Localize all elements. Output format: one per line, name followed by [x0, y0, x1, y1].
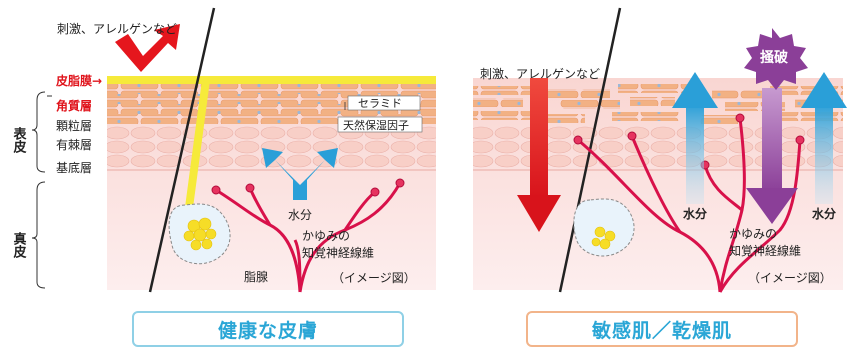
right-sebum-droplets — [591, 226, 616, 250]
right-panel — [473, 7, 847, 293]
left-irritant-blocked-arrow — [115, 24, 180, 72]
left-sebum-film — [107, 76, 436, 84]
right-dermis — [473, 78, 843, 290]
ceramide-label: セラミド — [358, 97, 402, 110]
sebum-film-label: 皮脂膜→ — [55, 73, 102, 88]
left-stratum-corneum-row3 — [107, 104, 436, 114]
right-water-escape-arrow-left — [672, 72, 718, 204]
right-water-label-right: 水分 — [812, 206, 836, 221]
right-nerve-fibers — [577, 117, 802, 293]
layer-label-spinous: 有棘層 — [56, 138, 92, 152]
right-irritant-label: 刺激、アレルゲンなど — [480, 67, 600, 81]
epidermis-bracket — [31, 91, 46, 173]
scratch-starburst — [744, 28, 808, 90]
nmf-label: 天然保湿因子 — [343, 118, 409, 132]
left-panel — [31, 7, 436, 293]
left-stratum-corneum-row4 — [107, 114, 436, 124]
right-nerve-label-1: かゆみの — [729, 227, 777, 241]
left-stratum-corneum-row2 — [107, 94, 436, 104]
right-nerve-label-2: 知覚神経線維 — [729, 243, 801, 258]
layer-label-corneum: 角質層 — [56, 98, 92, 113]
right-water-escape-arrow-right — [801, 72, 847, 204]
left-irritant-label: 刺激、アレルゲンなど — [57, 22, 177, 36]
left-water-retained-arrow — [262, 148, 338, 200]
right-image-note: （イメージ図） — [748, 271, 832, 285]
healthy-skin-caption-text: 健康な皮膚 — [217, 319, 318, 342]
left-sebum-droplets — [183, 217, 217, 251]
left-nerve-label-1: かゆみの — [302, 229, 350, 243]
layer-label-granular: 顆粒層 — [56, 118, 92, 133]
right-epidermis-cells — [473, 126, 843, 168]
left-nerve-endings — [211, 178, 405, 197]
left-image-note: （イメージ図） — [332, 271, 416, 285]
right-sebaceous-gland — [573, 198, 635, 257]
epidermis-label: 表皮 — [11, 126, 28, 154]
dermis-bracket — [31, 181, 46, 289]
dermis-label: 真皮 — [11, 231, 28, 259]
left-stratum-corneum-row1 — [107, 84, 436, 94]
right-irritant-arrow — [517, 78, 561, 232]
ceramide-label-box — [347, 95, 421, 111]
sebaceous-label: 脂腺 — [244, 269, 268, 284]
sensitive-dry-skin-caption: 敏感肌／乾燥肌 — [526, 311, 798, 347]
layer-label-basal: 基底層 — [56, 160, 92, 175]
sensitive-dry-skin-caption-text: 敏感肌／乾燥肌 — [591, 319, 732, 342]
healthy-skin-caption: 健康な皮膚 — [132, 311, 404, 347]
right-scratch-arrow — [746, 88, 798, 224]
left-nerve-label-2: 知覚神経線維 — [302, 245, 374, 260]
left-hair — [148, 7, 216, 293]
nmf-label-box — [337, 116, 423, 133]
scratch-label: 掻破 — [760, 49, 788, 66]
left-water-label: 水分 — [288, 208, 312, 222]
right-water-label-left: 水分 — [683, 206, 707, 221]
